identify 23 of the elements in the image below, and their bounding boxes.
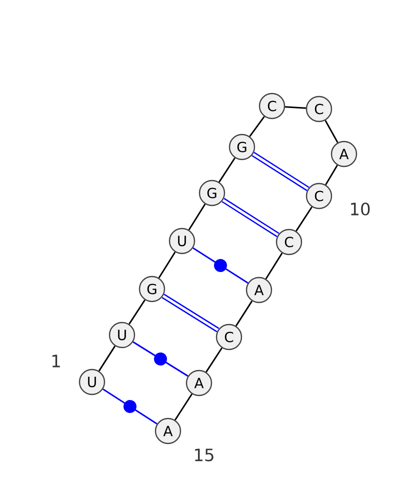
- backbone-line: [188, 204, 206, 230]
- backbone-line: [265, 252, 283, 280]
- backbone-line: [158, 252, 176, 278]
- backbone-line: [235, 300, 253, 326]
- position-number: 15: [195, 448, 214, 462]
- backbone-line: [98, 346, 116, 372]
- backbone-line: [128, 300, 146, 324]
- base-pair-line: [162, 294, 220, 332]
- backbone-line: [324, 120, 338, 143]
- position-number: 1: [52, 354, 60, 368]
- base-pair-line: [132, 341, 188, 377]
- backbone-line: [218, 158, 236, 182]
- backbone-line: [249, 116, 265, 137]
- base-pair-line: [222, 198, 280, 238]
- backbone-line: [174, 394, 193, 420]
- backbone-line: [296, 206, 312, 232]
- backbone-line: [325, 164, 338, 186]
- position-number: 10: [351, 202, 370, 216]
- base-pair-line: [192, 247, 248, 284]
- backbone-line: [285, 106, 306, 109]
- base-pair-line: [102, 388, 158, 425]
- backbone-line: [206, 348, 222, 372]
- base-pair-line: [252, 152, 310, 192]
